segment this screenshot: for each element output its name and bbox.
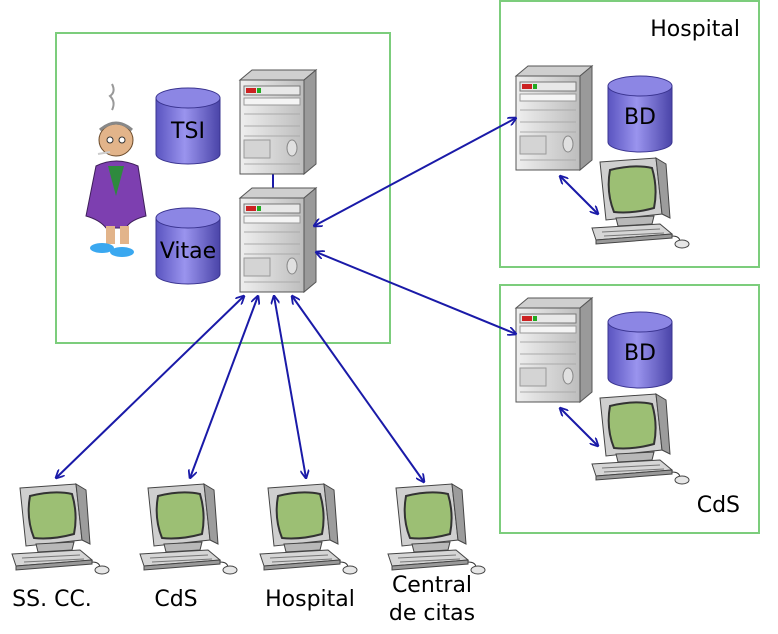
- desktop-computer-icon: [591, 393, 690, 485]
- link-arrow-hospital: [314, 118, 516, 226]
- local-link-arrow: [560, 176, 598, 214]
- link-arrow-cds: [316, 252, 516, 334]
- desktop-computer-icon: [259, 483, 358, 575]
- database-label-tsi: TSI: [170, 119, 205, 144]
- client-label-ss-cc: SS. CC.: [12, 587, 92, 612]
- site-title-cds: CdS: [697, 493, 740, 518]
- server-tower-icon: [515, 65, 593, 171]
- client-label-cds: CdS: [154, 587, 197, 612]
- client-label-hospital: Hospital: [265, 587, 355, 612]
- server-tower-icon: [239, 187, 317, 293]
- patient-figure-icon: [85, 83, 147, 257]
- desktop-computer-icon: [591, 157, 690, 249]
- desktop-computer-icon: [11, 483, 110, 575]
- server-tower-icon: [239, 69, 317, 175]
- database-label-vitae: Vitae: [160, 239, 216, 264]
- link-arrow-client: [292, 296, 424, 482]
- database-label-bd-hospital: BD: [624, 105, 656, 130]
- client-label-de-citas: de citas: [389, 601, 475, 626]
- link-arrow-client: [190, 296, 258, 478]
- cds-site-box: [499, 284, 760, 534]
- client-label-central: Central: [392, 573, 472, 598]
- server-tower-icon: [515, 297, 593, 403]
- site-title-hospital: Hospital: [650, 17, 740, 42]
- desktop-computer-icon: [387, 483, 486, 575]
- link-arrow-client: [56, 296, 244, 478]
- local-link-arrow: [560, 408, 598, 446]
- database-label-bd-cds: BD: [624, 341, 656, 366]
- link-arrow-client: [274, 296, 306, 478]
- desktop-computer-icon: [139, 483, 238, 575]
